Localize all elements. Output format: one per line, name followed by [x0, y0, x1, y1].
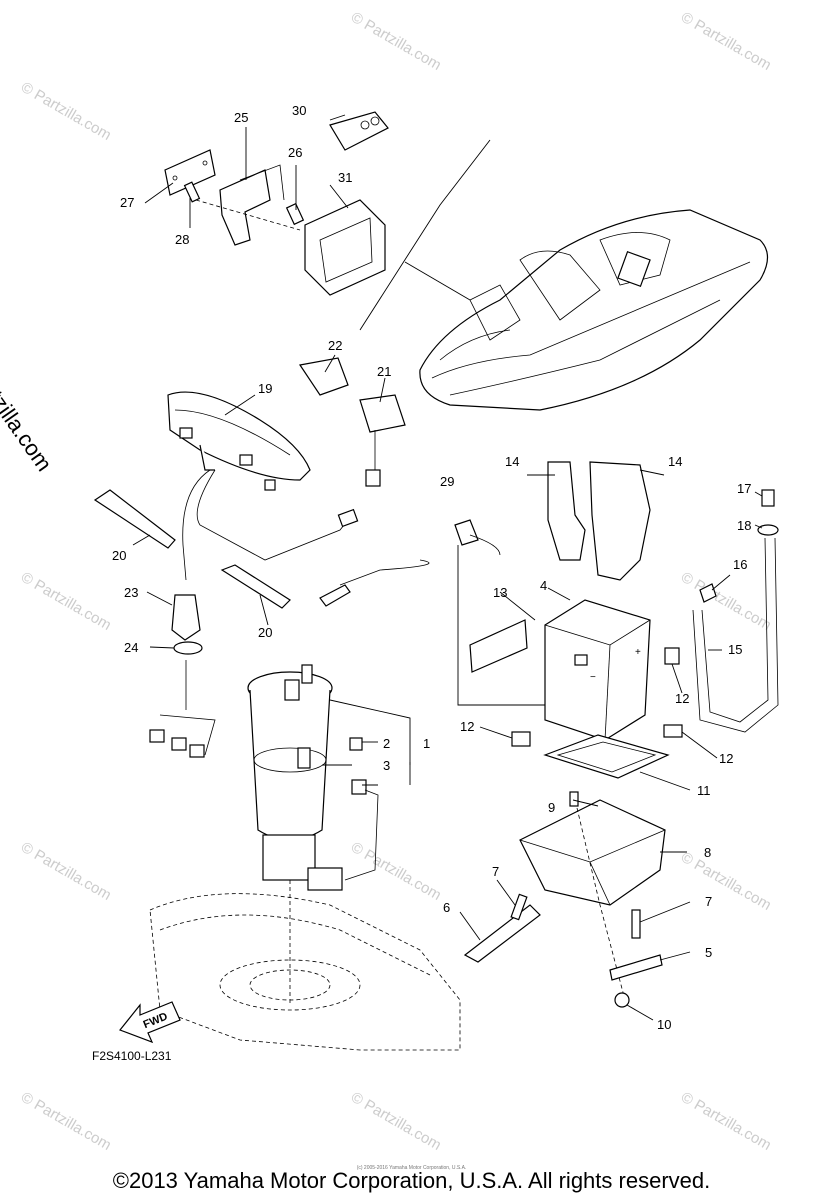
callout-20a: 20	[112, 548, 126, 563]
callout-16: 16	[733, 557, 747, 572]
callout-12b: 12	[675, 691, 689, 706]
battery-box	[463, 791, 666, 1008]
watermark: © Partzilla.com	[348, 839, 444, 904]
watercraft-illustration	[419, 209, 769, 411]
ecu-bracket-group	[164, 111, 389, 296]
callout-22: 22	[328, 338, 342, 353]
callout-6: 6	[443, 900, 450, 915]
callout-labels: 1 2 3 4 5 6 7 7 8 9 10 11 12 12 12 13 14…	[112, 103, 751, 1032]
callout-31: 31	[338, 170, 352, 185]
callout-1: 1	[423, 736, 430, 751]
callout-14a: 14	[505, 454, 519, 469]
callout-11: 11	[697, 783, 711, 798]
callout-14b: 14	[668, 454, 682, 469]
meter-assembly	[167, 357, 406, 581]
callout-8: 8	[704, 845, 711, 860]
watermark: © Partzilla.com	[348, 9, 444, 74]
sensor-group	[319, 519, 545, 706]
watermark: © Partzilla.com	[18, 839, 114, 904]
leader-lines	[132, 114, 763, 1021]
callout-26: 26	[288, 145, 302, 160]
callout-9: 9	[548, 800, 555, 815]
breather-hose	[692, 489, 779, 733]
callout-17: 17	[737, 481, 751, 496]
callout-7a: 7	[492, 864, 499, 879]
callout-20b: 20	[258, 625, 272, 640]
callout-15: 15	[728, 642, 742, 657]
callout-5: 5	[705, 945, 712, 960]
callout-19: 19	[258, 381, 272, 396]
battery-group: − +	[469, 461, 683, 779]
minus-symbol: −	[590, 672, 596, 683]
callout-28: 28	[175, 232, 189, 247]
callout-7b: 7	[705, 894, 712, 909]
callout-12c: 12	[719, 751, 733, 766]
callout-30: 30	[292, 103, 306, 118]
fuel-pump-assembly	[247, 664, 379, 1005]
callout-3: 3	[383, 758, 390, 773]
fwd-arrow: FWD	[119, 1001, 181, 1044]
watermark: © Partzilla.com	[18, 1089, 114, 1154]
callout-25: 25	[234, 110, 248, 125]
callout-13: 13	[493, 585, 507, 600]
watermark: © Partzilla.com	[18, 569, 114, 634]
callout-21: 21	[377, 364, 391, 379]
fuel-tank-outline	[149, 893, 461, 1051]
callout-12a: 12	[460, 719, 474, 734]
callout-2: 2	[383, 736, 390, 751]
watermark: © Partzilla.com	[678, 849, 774, 914]
callout-10: 10	[657, 1017, 671, 1032]
watermark: © Partzilla.com	[678, 9, 774, 74]
callout-4: 4	[540, 578, 547, 593]
plus-symbol: +	[635, 647, 641, 658]
small-notice: (c) 2005-2016 Yamaha Motor Corporation, …	[356, 1165, 467, 1171]
callout-24: 24	[124, 640, 138, 655]
watermark: © Partzilla.com	[348, 1089, 444, 1154]
watermark: © Partzilla.com	[678, 1089, 774, 1154]
callout-29: 29	[440, 474, 454, 489]
harness-group	[93, 489, 291, 758]
pointer-line	[359, 139, 491, 331]
copyright-notice: ©2013 Yamaha Motor Corporation, U.S.A. A…	[112, 1168, 711, 1193]
watermark: © Partzilla.com	[18, 79, 114, 144]
callout-27: 27	[120, 195, 134, 210]
callout-18: 18	[737, 518, 751, 533]
callout-23: 23	[124, 585, 138, 600]
watermark-layer: © Partzilla.com © Partzilla.com © Partzi…	[18, 9, 774, 1154]
diagram-code: F2S4100-L231	[92, 1049, 172, 1063]
